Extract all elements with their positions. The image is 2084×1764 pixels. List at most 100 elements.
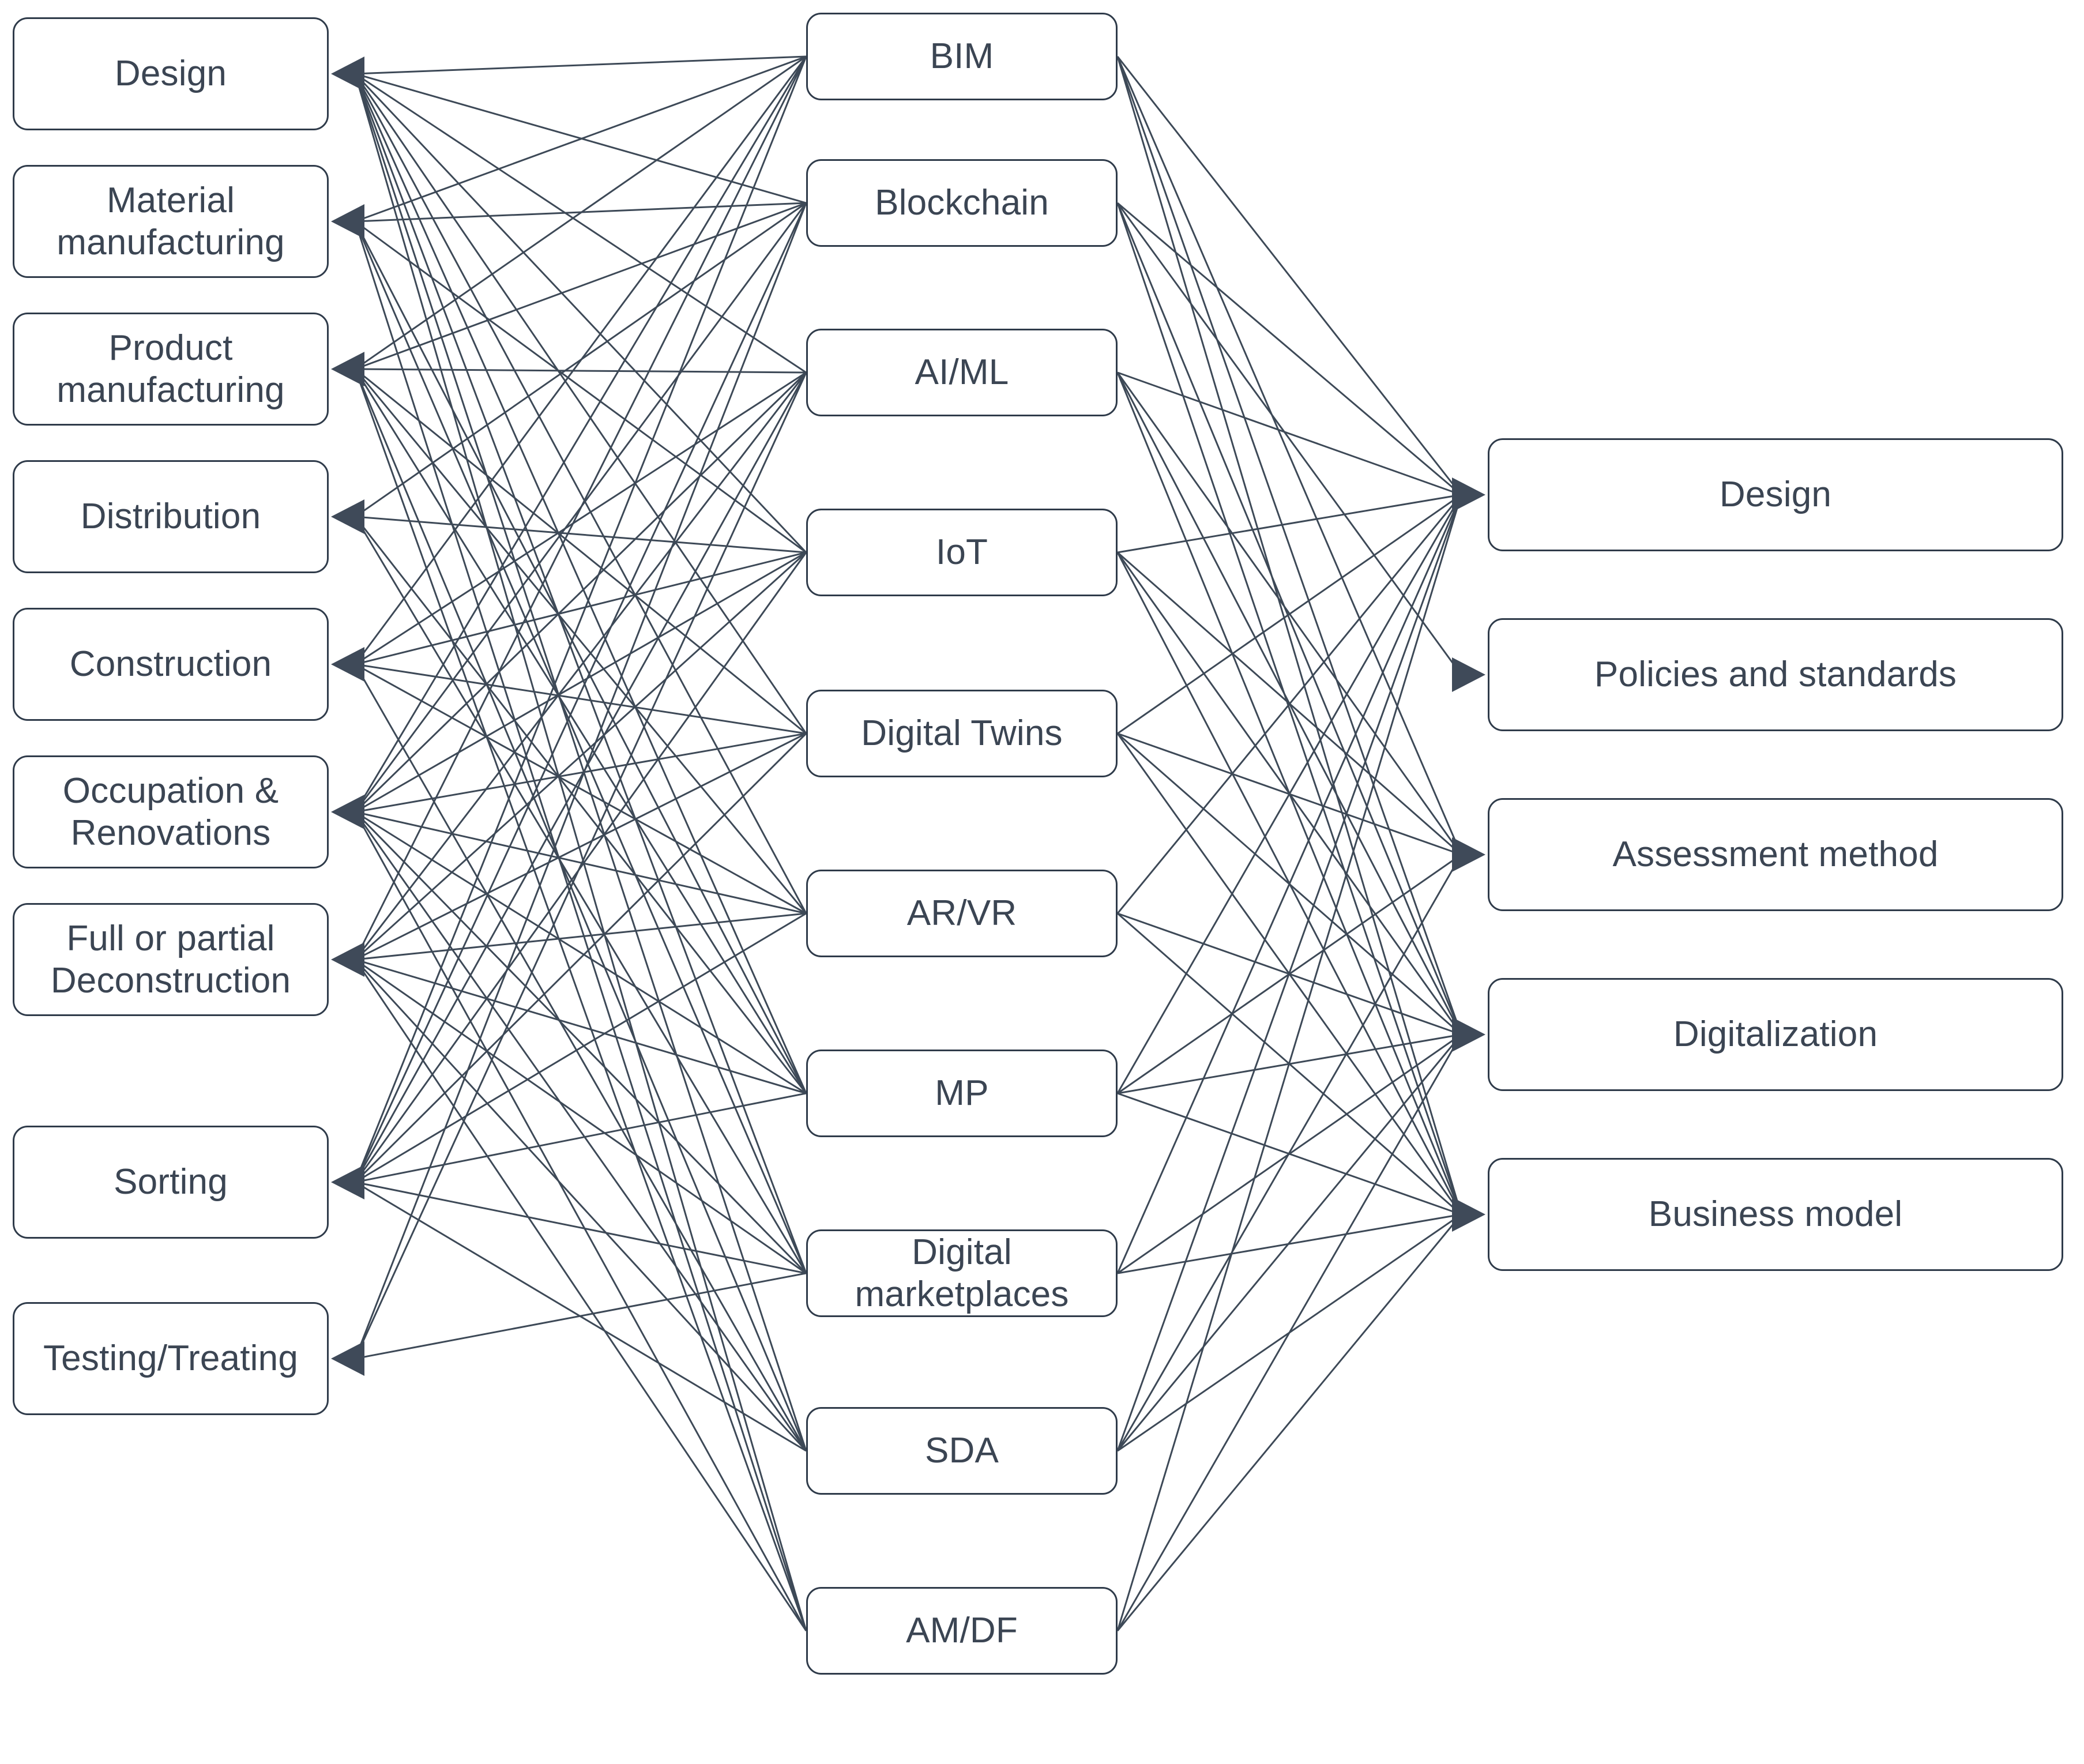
arrowhead-to-r4	[1452, 1017, 1485, 1052]
node-label: Blockchain	[875, 183, 1049, 223]
edge-M2-L8	[354, 202, 807, 1183]
arrowhead-to-l5	[331, 647, 364, 682]
arrowhead-to-r2	[1452, 657, 1485, 692]
edge-M7-L6	[355, 811, 807, 1094]
node-label: Digitalization	[1673, 1014, 1878, 1055]
node-m4[interactable]: IoT	[806, 509, 1118, 596]
edge-M1-L8	[354, 56, 807, 1183]
edge-M9-L1	[354, 73, 807, 1451]
edge-M9-L6	[354, 811, 807, 1451]
edge-M9-R4	[1116, 1034, 1462, 1451]
edge-M3-L3	[355, 368, 807, 374]
node-label: BIM	[930, 36, 994, 77]
edge-M1-L6	[354, 56, 807, 813]
edge-M8-L4	[354, 516, 807, 1274]
edge-M2-R1	[1117, 202, 1462, 496]
node-l4[interactable]: Distribution	[13, 460, 329, 573]
node-label: Product manufacturing	[57, 328, 285, 410]
node-r3[interactable]: Assessment method	[1488, 798, 2063, 911]
node-label: Business model	[1648, 1194, 1903, 1235]
edge-M7-L4	[354, 516, 807, 1094]
node-l8[interactable]: Sorting	[13, 1126, 329, 1239]
edge-M10-R4	[1116, 1034, 1462, 1631]
node-r5[interactable]: Business model	[1488, 1158, 2063, 1271]
edge-M4-L6	[355, 551, 807, 813]
edge-M7-L1	[354, 73, 807, 1094]
node-l6[interactable]: Occupation & Renovations	[13, 755, 329, 868]
edge-M1-R1	[1116, 56, 1462, 495]
edge-M4-L5	[355, 551, 807, 665]
edge-M9-L5	[354, 664, 807, 1451]
edge-M6-L6	[355, 811, 807, 915]
node-m6[interactable]: AR/VR	[806, 870, 1118, 957]
edge-M2-L1	[355, 73, 807, 204]
node-label: Digital Twins	[861, 713, 1063, 754]
edge-M5-L6	[355, 732, 807, 813]
arrowhead-to-r1	[1452, 477, 1485, 512]
node-label: MP	[935, 1073, 989, 1114]
edge-M8-L8	[355, 1181, 807, 1274]
node-m2[interactable]: Blockchain	[806, 159, 1118, 247]
edge-M10-L2	[354, 221, 807, 1631]
node-l9[interactable]: Testing/Treating	[13, 1302, 329, 1415]
node-label: Digital marketplaces	[855, 1232, 1069, 1314]
edge-M9-R3	[1116, 854, 1462, 1451]
node-l7[interactable]: Full or partial Deconstruction	[13, 903, 329, 1016]
node-m1[interactable]: BIM	[806, 13, 1118, 100]
node-m7[interactable]: MP	[806, 1050, 1118, 1137]
edge-M5-R1	[1117, 494, 1462, 735]
node-r4[interactable]: Digitalization	[1488, 978, 2063, 1091]
edge-M3-L6	[354, 371, 807, 813]
node-m8[interactable]: Digital marketplaces	[806, 1229, 1118, 1317]
node-m5[interactable]: Digital Twins	[806, 690, 1118, 777]
edge-M2-R4	[1116, 202, 1462, 1035]
node-r2[interactable]: Policies and standards	[1488, 618, 2063, 731]
edge-M5-L8	[354, 732, 807, 1183]
edge-M7-L3	[354, 368, 807, 1094]
edge-M5-L7	[355, 732, 807, 961]
edge-M3-L9	[354, 372, 807, 1359]
edge-M6-L7	[355, 912, 807, 961]
edge-M7-R1	[1116, 494, 1462, 1094]
edge-M5-L3	[355, 368, 807, 735]
node-label: IoT	[935, 532, 988, 573]
edge-M3-L1	[355, 73, 807, 374]
edge-M4-L1	[354, 73, 807, 554]
edge-M3-L7	[354, 372, 807, 960]
edge-M4-R1	[1117, 494, 1462, 554]
edge-M10-R5	[1116, 1214, 1462, 1631]
edge-M4-L7	[354, 551, 807, 961]
node-m3[interactable]: AI/ML	[806, 329, 1118, 416]
node-label: Occupation & Renovations	[62, 770, 279, 853]
node-m9[interactable]: SDA	[806, 1407, 1118, 1495]
arrowhead-to-l9	[331, 1341, 364, 1376]
edge-M4-L4	[355, 516, 807, 554]
node-l5[interactable]: Construction	[13, 608, 329, 721]
node-l1[interactable]: Design	[13, 17, 329, 130]
node-label: Assessment method	[1612, 834, 1939, 875]
node-l3[interactable]: Product manufacturing	[13, 313, 329, 426]
edge-M8-R1	[1116, 494, 1462, 1274]
edge-M3-L8	[354, 372, 807, 1183]
edge-M1-R5	[1116, 56, 1462, 1215]
edge-M10-R1	[1116, 494, 1462, 1631]
arrowhead-to-r5	[1452, 1197, 1485, 1232]
edge-M8-L2	[354, 221, 807, 1274]
arrowhead-to-l2	[331, 204, 364, 239]
edge-M10-L7	[354, 959, 807, 1631]
edge-M10-L6	[354, 811, 807, 1631]
node-label: Sorting	[114, 1162, 228, 1202]
node-r1[interactable]: Design	[1488, 438, 2063, 551]
arrowhead-to-l3	[331, 352, 364, 386]
edge-M9-L8	[355, 1181, 807, 1452]
edge-M5-L1	[354, 73, 807, 734]
node-m10[interactable]: AM/DF	[806, 1587, 1118, 1675]
node-l2[interactable]: Material manufacturing	[13, 165, 329, 278]
node-label: Testing/Treating	[43, 1338, 298, 1379]
edge-M10-L1	[354, 73, 807, 1631]
edge-M8-L1	[354, 73, 807, 1274]
arrowhead-to-l7	[331, 942, 364, 977]
arrowhead-to-r3	[1452, 837, 1485, 872]
